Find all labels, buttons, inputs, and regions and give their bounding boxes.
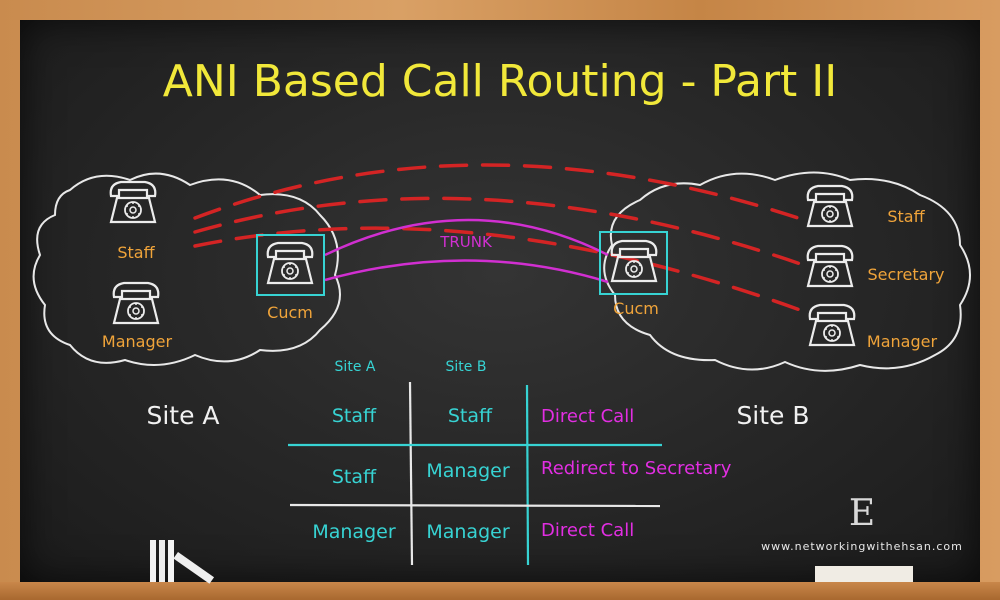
site-b-manager-label: Manager [867,332,938,351]
site-a-cloud [32,172,341,366]
eraser [815,566,913,582]
row2-action: Redirect to Secretary [541,458,732,479]
row2-site-a: Staff [332,466,377,488]
site-b-cucm-box [599,231,668,295]
chalkboard [20,20,980,582]
website-label: www.networkingwithehsan.com [761,540,963,553]
table-divider-2 [525,384,530,566]
site-a-manager-label: Manager [102,332,173,351]
trunk-lines [324,218,609,284]
site-b-cucm-phone-icon [610,239,658,283]
row3-site-a: Manager [312,521,395,543]
chalk-pieces [150,540,215,584]
routing-table: Site A Site B Staff Staff Direct Call St… [288,359,732,566]
site-b-staff-phone-icon [806,184,854,228]
brand-logo: E [849,493,875,534]
site-b-label: Site B [736,401,809,430]
site-b-cloud [603,171,971,372]
row1-action: Direct Call [541,406,634,427]
table-row-line-2 [289,503,661,508]
site-a-label: Site A [146,401,219,430]
row1-site-a: Staff [332,405,377,427]
site-a-staff-phone-icon [109,180,157,224]
site-a-cucm-phone-icon [266,241,314,285]
row3-site-b: Manager [426,521,509,543]
site-a-staff-label: Staff [117,243,155,262]
table-header-site-b: Site B [446,359,487,375]
table-divider-1 [408,381,414,566]
call-path-dashes [193,163,814,312]
site-b-secretary-label: Secretary [868,265,945,284]
chalk-ledge [0,582,1000,600]
site-b-cucm-label: Cucm [613,299,659,318]
row3-action: Direct Call [541,520,634,541]
row1-site-b: Staff [448,405,493,427]
site-b-staff-label: Staff [887,207,925,226]
site-a-cucm-box [256,234,325,296]
diagram-title: ANI Based Call Routing - Part II [163,56,838,107]
site-b-manager-phone-icon [808,303,856,347]
table-header-site-a: Site A [335,359,376,375]
site-a-cucm-label: Cucm [267,303,313,322]
site-a-manager-phone-icon [112,281,160,325]
site-b-secretary-phone-icon [806,244,854,288]
row2-site-b: Manager [426,460,509,482]
trunk-label: TRUNK [439,233,493,251]
